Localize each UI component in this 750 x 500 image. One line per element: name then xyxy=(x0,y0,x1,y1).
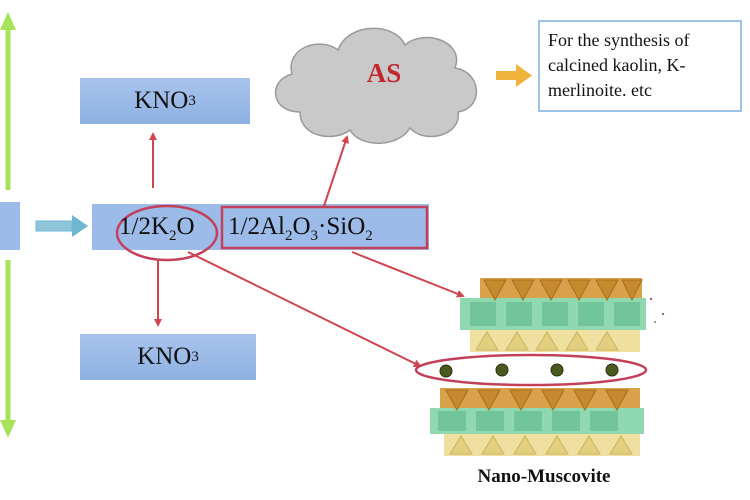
al-sub1: 2 xyxy=(284,228,293,244)
as-label: AS xyxy=(366,58,402,88)
al-sub3: 2 xyxy=(365,228,373,244)
teal-input-arrow xyxy=(35,215,88,237)
aluminosilicate-formula: 1/2Al2O3·SiO2 xyxy=(228,213,373,245)
al-prefix: 1/2Al xyxy=(228,213,285,240)
arrow-to-layer xyxy=(351,251,465,298)
k2o-formula: 1/2K2O xyxy=(119,213,195,245)
k-cation xyxy=(439,364,453,378)
structure-caption: Nano-Muscovite xyxy=(477,466,611,487)
arrow-to-as xyxy=(323,135,349,207)
k2o-sub: 2 xyxy=(169,228,177,244)
muscovite-structure xyxy=(414,278,665,456)
kno3-top-base: KNO xyxy=(134,87,189,114)
arrow-to-interlayer xyxy=(187,251,422,367)
kno3-bottom-sub: 3 xyxy=(191,348,199,365)
formula-box xyxy=(92,204,429,250)
interlayer-ellipse xyxy=(414,353,648,387)
green-arrow-down xyxy=(0,260,16,438)
left-source-box xyxy=(0,202,20,250)
k2o-prefix: 1/2K xyxy=(119,213,169,240)
k-cation xyxy=(605,363,619,377)
orange-arrow xyxy=(496,64,532,87)
green-arrow-up xyxy=(0,12,16,190)
as-cloud xyxy=(275,27,478,144)
al-sub2: 3 xyxy=(310,228,319,244)
aluminosilicate-outline xyxy=(220,205,429,250)
kno3-bottom-base: KNO xyxy=(137,343,192,370)
k2o-suffix: O xyxy=(176,213,195,240)
al-mid: O xyxy=(292,213,311,240)
synthesis-note: For the synthesis of calcined kaolin, K-… xyxy=(538,20,742,112)
al-suffix: ·SiO xyxy=(318,213,366,240)
k2o-ellipse xyxy=(115,204,219,262)
kno3-top-sub: 3 xyxy=(188,92,196,109)
k-cation xyxy=(550,363,564,377)
k-cation xyxy=(495,363,509,377)
